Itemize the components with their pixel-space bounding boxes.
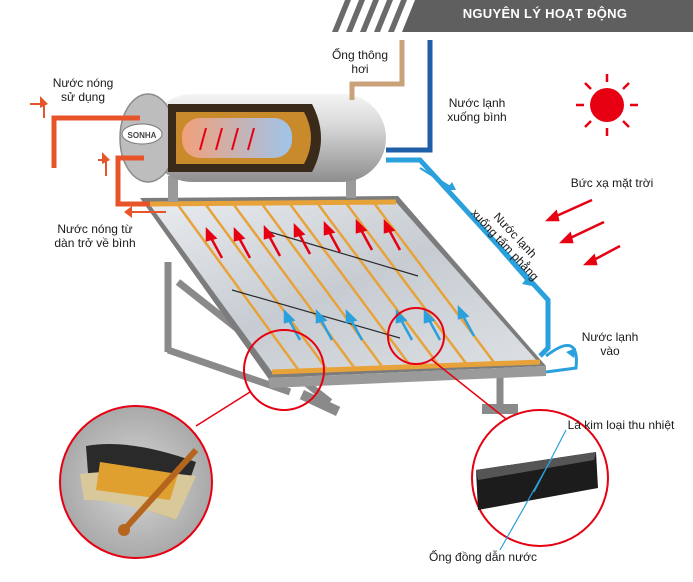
zoom-highlight-right xyxy=(387,307,445,365)
tank-brand-text: SONHA xyxy=(128,131,157,140)
label-cold-water-in: Nước lạnh vào xyxy=(581,330,639,358)
hot-return-pipe xyxy=(98,152,166,218)
zoom-detail-absorber xyxy=(59,405,213,559)
vent-pipe xyxy=(349,40,405,100)
page-title: NGUYÊN LÝ HOẠT ĐỘNG xyxy=(462,6,628,21)
hot-water-use-pipe xyxy=(30,96,140,168)
header-banner xyxy=(332,0,693,32)
label-absorber-fin: Lá kim loại thu nhiệt xyxy=(567,418,675,432)
cold-down-pipe xyxy=(386,40,433,153)
label-hot-water-use: Nước nóng sử dụng xyxy=(52,76,114,104)
label-vent-pipe: Ống thông hơi xyxy=(331,48,389,76)
label-cold-water-down: Nước lạnh xuống bình xyxy=(447,96,507,124)
radiation-arrows xyxy=(544,198,621,266)
label-hot-water-return: Nước nóng từ dàn trở về bình xyxy=(54,222,136,250)
zoom-detail-copper xyxy=(471,409,609,551)
tank-supports xyxy=(168,172,356,202)
tank-brand-badge: SONHA xyxy=(121,123,163,145)
cold-water-in-pipe xyxy=(545,344,578,374)
sun-icon xyxy=(576,74,638,136)
stand-feet xyxy=(299,390,518,416)
label-solar-radiation: Bức xạ mặt trời xyxy=(570,176,654,190)
cold-to-panel-pipe xyxy=(386,157,551,358)
zoom-highlight-left xyxy=(243,329,325,411)
label-copper-pipe: Ống đồng dẫn nước xyxy=(429,550,537,564)
